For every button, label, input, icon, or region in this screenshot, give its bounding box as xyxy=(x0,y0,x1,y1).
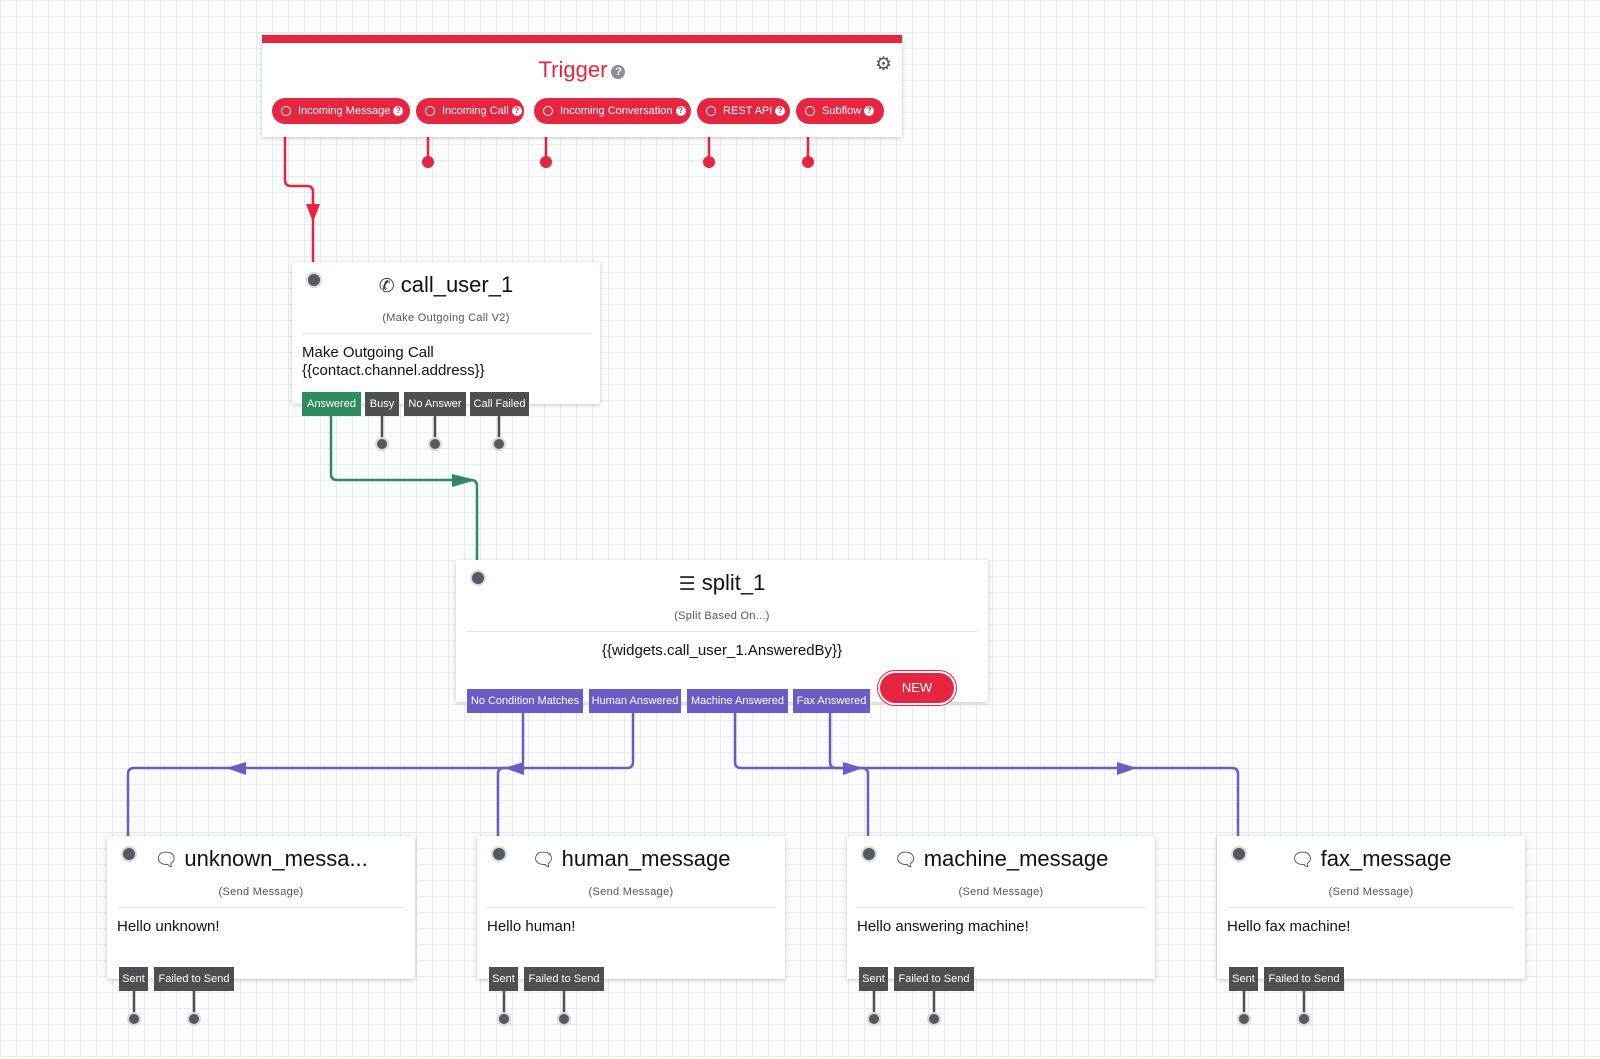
transition-sent[interactable]: Sent xyxy=(489,967,518,991)
widget-type: (Send Message) xyxy=(1328,886,1414,898)
wire-incoming-message xyxy=(283,112,315,262)
transition-machine-answered[interactable]: Machine Answered xyxy=(687,689,788,713)
widget-type: (Send Message) xyxy=(588,886,674,898)
divider xyxy=(302,333,590,334)
widget-title: ☰split_1 xyxy=(678,570,766,595)
phone-icon: ✆︎ xyxy=(378,276,395,297)
radio-icon xyxy=(543,106,553,116)
divider xyxy=(857,907,1145,908)
widget-type: (Send Message) xyxy=(218,886,304,898)
help-icon[interactable]: ? xyxy=(511,106,522,116)
input-port[interactable] xyxy=(121,846,137,862)
help-icon[interactable]: ? xyxy=(393,106,404,116)
arrow-head xyxy=(306,204,320,222)
help-icon[interactable]: ? xyxy=(864,106,875,116)
help-icon[interactable]: ? xyxy=(675,106,686,116)
wire-answered xyxy=(329,416,479,560)
transition-failed-to-send[interactable]: Failed to Send xyxy=(1264,967,1344,991)
widget-body: Make Outgoing Call {{contact.channel.add… xyxy=(302,344,485,379)
widget-type: (Send Message) xyxy=(958,886,1044,898)
transition-no-condition-matches[interactable]: No Condition Matches xyxy=(467,689,583,713)
widget-title: 🗨︎unknown_messa... xyxy=(154,846,368,871)
input-port[interactable] xyxy=(861,846,877,862)
divider xyxy=(117,907,405,908)
trigger-pill-incoming-call[interactable]: Incoming Call? xyxy=(416,98,524,124)
transition-sent[interactable]: Sent xyxy=(119,967,148,991)
transition-failed-to-send[interactable]: Failed to Send xyxy=(894,967,974,991)
widget-body: {{widgets.call_user_1.AnsweredBy}} xyxy=(601,642,843,659)
help-icon[interactable]: ? xyxy=(775,106,786,116)
widget-body: Hello unknown! xyxy=(117,918,220,935)
wire-fax xyxy=(828,713,1240,838)
transition-sent[interactable]: Sent xyxy=(1229,967,1258,991)
wire-human xyxy=(496,713,635,838)
new-transition-button[interactable]: NEW xyxy=(880,673,954,703)
call-user-widget[interactable]: ✆︎call_user_1 (Make Outgoing Call V2) Ma… xyxy=(292,262,600,404)
widget-title: 🗨︎machine_message xyxy=(893,846,1109,871)
input-port[interactable] xyxy=(470,570,486,586)
transition-human-answered[interactable]: Human Answered xyxy=(589,689,681,713)
wire-no-condition xyxy=(126,713,525,838)
trigger-widget[interactable]: Trigger? ⚙︎ Incoming Message? Incoming C… xyxy=(262,35,902,137)
widget-title: ✆︎call_user_1 xyxy=(378,272,514,297)
input-port[interactable] xyxy=(306,272,322,288)
chat-bubble-icon: 🗨︎ xyxy=(1290,850,1315,871)
chat-bubble-icon: 🗨︎ xyxy=(531,850,556,871)
trigger-pill-rest-api[interactable]: REST API? xyxy=(697,98,790,124)
divider xyxy=(487,907,775,908)
trigger-pill-incoming-message[interactable]: Incoming Message? xyxy=(272,98,410,124)
radio-icon xyxy=(706,106,716,116)
transition-busy[interactable]: Busy xyxy=(365,392,399,416)
widget-body: Hello answering machine! xyxy=(857,918,1029,935)
transition-failed-to-send[interactable]: Failed to Send xyxy=(524,967,604,991)
arrow-head xyxy=(452,474,476,487)
trigger-title-text: Trigger xyxy=(538,57,608,82)
widget-body: Hello human! xyxy=(487,918,576,935)
input-port[interactable] xyxy=(1231,846,1247,862)
message-widget-human[interactable]: 🗨︎human_message (Send Message) Hello hum… xyxy=(477,836,785,979)
message-widget-machine[interactable]: 🗨︎machine_message (Send Message) Hello a… xyxy=(847,836,1155,979)
input-port[interactable] xyxy=(491,846,507,862)
widget-type: (Split Based On...) xyxy=(674,610,770,622)
trigger-pill-subflow[interactable]: Subflow? xyxy=(796,98,884,124)
arrow-head xyxy=(226,762,246,775)
transition-fax-answered[interactable]: Fax Answered xyxy=(793,689,870,713)
radio-icon xyxy=(281,106,291,116)
chat-bubble-icon: 🗨︎ xyxy=(154,850,179,871)
transition-answered[interactable]: Answered xyxy=(302,392,361,416)
message-widget-unknown[interactable]: 🗨︎unknown_messa... (Send Message) Hello … xyxy=(107,836,415,979)
trigger-pill-incoming-conversation[interactable]: Incoming Conversation? xyxy=(534,98,691,124)
widget-type: (Make Outgoing Call V2) xyxy=(382,312,510,324)
transition-call-failed[interactable]: Call Failed xyxy=(470,392,529,416)
divider xyxy=(466,631,978,632)
help-icon[interactable]: ? xyxy=(611,65,626,79)
gear-icon[interactable]: ⚙︎ xyxy=(874,54,892,75)
transition-failed-to-send[interactable]: Failed to Send xyxy=(154,967,234,991)
arrow-head xyxy=(504,762,524,775)
message-widget-fax[interactable]: 🗨︎fax_message (Send Message) Hello fax m… xyxy=(1217,836,1525,979)
arrow-head xyxy=(1117,762,1137,775)
radio-icon xyxy=(805,106,815,116)
split-icon: ☰ xyxy=(678,574,696,595)
widget-title: 🗨︎fax_message xyxy=(1290,846,1452,871)
transition-sent[interactable]: Sent xyxy=(859,967,888,991)
wire-machine xyxy=(733,713,870,838)
arrow-head xyxy=(843,762,863,775)
widget-body: Hello fax machine! xyxy=(1227,918,1351,935)
trigger-title: Trigger? xyxy=(262,57,902,83)
radio-icon xyxy=(425,106,435,116)
divider xyxy=(1227,907,1515,908)
widget-title: 🗨︎human_message xyxy=(531,846,731,871)
transition-no-answer[interactable]: No Answer xyxy=(404,392,466,416)
chat-bubble-icon: 🗨︎ xyxy=(893,850,918,871)
